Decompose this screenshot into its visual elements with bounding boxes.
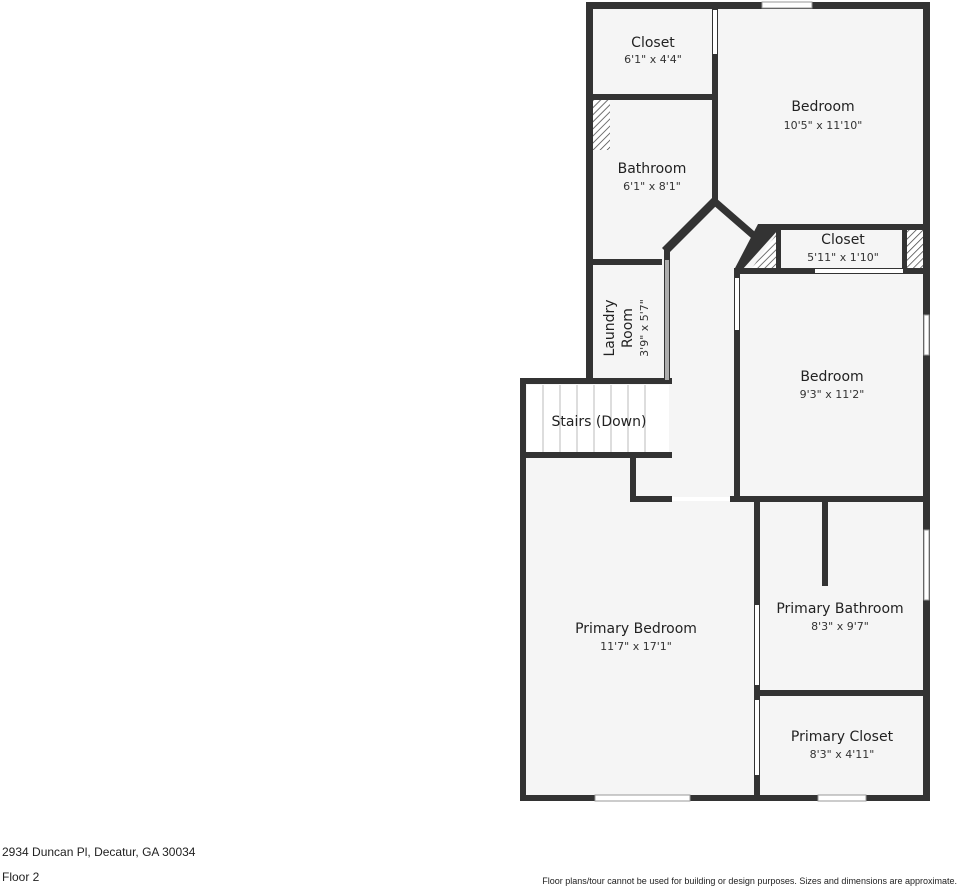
svg-text:6'1" x 8'1": 6'1" x 8'1" — [623, 180, 681, 193]
svg-text:Bedroom: Bedroom — [791, 99, 854, 115]
floor-label: Floor 2 — [2, 870, 40, 884]
svg-text:Primary Closet: Primary Closet — [791, 729, 894, 745]
room-label-primary-bathroom: Primary Bathroom 8'3" x 9'7" — [776, 601, 903, 633]
hatch — [906, 230, 924, 268]
svg-text:Bedroom: Bedroom — [800, 369, 863, 385]
room-label-laundry: Laundry Room 3'9" x 5'7" — [602, 299, 651, 357]
disclaimer: Floor plans/tour cannot be used for buil… — [542, 876, 957, 886]
svg-text:Laundry: Laundry — [602, 299, 618, 356]
svg-text:Primary Bathroom: Primary Bathroom — [776, 601, 903, 617]
room-label-primary-bedroom: Primary Bedroom 11'7" x 17'1" — [575, 621, 697, 653]
stair-treads — [542, 385, 646, 453]
room-label-closet-top: Closet 6'1" x 4'4" — [624, 35, 682, 66]
svg-text:3'9" x 5'7": 3'9" x 5'7" — [638, 299, 651, 357]
svg-text:Primary Bedroom: Primary Bedroom — [575, 621, 697, 637]
room-label-stairs: Stairs (Down) — [552, 414, 647, 430]
hatch — [752, 232, 778, 268]
svg-text:Closet: Closet — [631, 35, 675, 51]
room-label-primary-closet: Primary Closet 8'3" x 4'11" — [791, 729, 894, 761]
room-label-bathroom: Bathroom 6'1" x 8'1" — [618, 161, 687, 193]
svg-text:Bathroom: Bathroom — [618, 161, 687, 177]
windows-doors — [594, 1, 930, 802]
svg-text:11'7" x 17'1": 11'7" x 17'1" — [600, 640, 672, 653]
room-label-bedroom-mid: Bedroom 9'3" x 11'2" — [800, 369, 865, 401]
address: 2934 Duncan Pl, Decatur, GA 30034 — [2, 845, 196, 859]
svg-text:9'3" x 11'2": 9'3" x 11'2" — [800, 388, 865, 401]
svg-text:5'11" x 1'10": 5'11" x 1'10" — [807, 251, 879, 264]
svg-text:Room: Room — [620, 308, 636, 348]
svg-text:8'3" x 4'11": 8'3" x 4'11" — [810, 748, 875, 761]
room-label-bedroom-top: Bedroom 10'5" x 11'10" — [784, 99, 863, 132]
room-label-closet-mid: Closet 5'11" x 1'10" — [807, 232, 879, 264]
svg-text:10'5" x 11'10": 10'5" x 11'10" — [784, 119, 863, 132]
svg-text:6'1" x 4'4": 6'1" x 4'4" — [624, 53, 682, 66]
chimney-hatch — [593, 100, 610, 150]
svg-text:Closet: Closet — [821, 232, 865, 248]
svg-text:8'3" x 9'7": 8'3" x 9'7" — [811, 620, 869, 633]
